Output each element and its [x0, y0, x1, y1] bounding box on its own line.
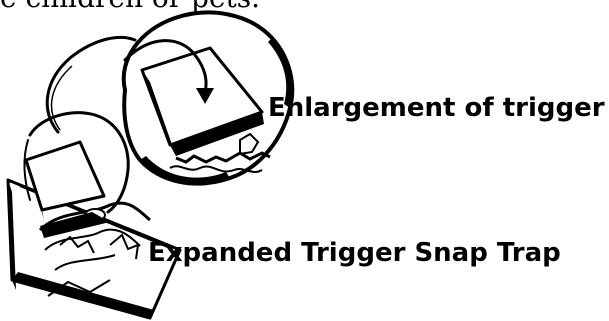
small-trigger-plate [24, 140, 106, 220]
cut-off-top-text: e children or pets. [0, 0, 260, 18]
expanded-trap-label: Expanded Trigger Snap Trap [148, 238, 561, 268]
trap-base [6, 178, 182, 320]
small-circle [28, 111, 130, 214]
enlargement-label: Enlargement of trigger [268, 93, 605, 123]
trap-mechanism [38, 201, 151, 297]
connector-arc [45, 36, 137, 134]
enlargement-arrow [123, 39, 214, 104]
